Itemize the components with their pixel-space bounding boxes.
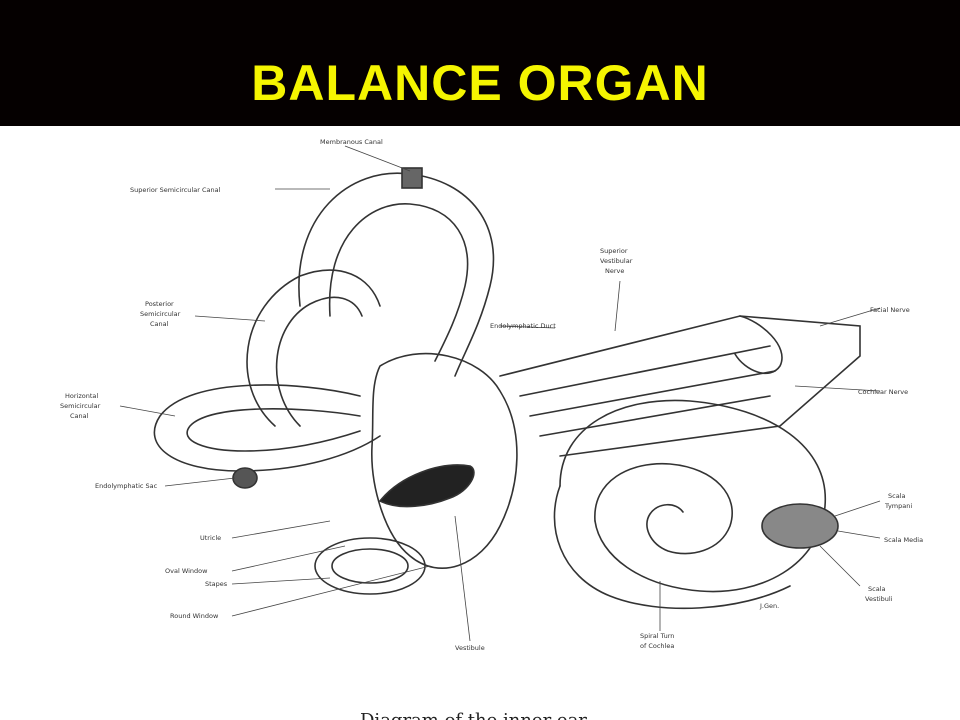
label-round-window: Round Window [170,612,219,620]
horizontal-semicircular-canal [153,384,381,472]
label-scala-vestibuli-1: Scala [868,585,885,593]
round-window [314,537,426,595]
label-posterior-canal-2: Semicircular [140,310,181,318]
label-cochlear-nerve: Cochlear Nerve [858,388,908,396]
label-posterior-canal-3: Canal [150,320,169,328]
label-endolymphatic-duct: Endolymphatic Duct [490,322,556,330]
label-oval-window: Oval Window [165,567,208,575]
label-scala-media: Scala Media [884,536,923,544]
label-spiral-turn-1: Spiral Turn [640,632,674,640]
endolymphatic-sac [232,467,258,489]
label-horizontal-canal-3: Canal [70,412,89,420]
label-superior-canal: Superior Semicircular Canal [130,186,221,194]
label-posterior-canal-1: Posterior [145,300,174,308]
nerve-bundle [499,315,861,457]
posterior-semicircular-canal [246,269,381,427]
label-artist-signature: J.Gen. [759,602,779,610]
label-horizontal-canal-1: Horizontal [65,392,98,400]
label-horizontal-canal-2: Semicircular [60,402,101,410]
label-facial-nerve: Facial Nerve [870,306,910,314]
label-scala-tympani-1: Scala [888,492,905,500]
title-band [0,0,960,126]
scala-cross-section [761,503,839,549]
label-membranous-canal: Membranous Canal [320,138,383,146]
superior-semicircular-canal [298,172,495,377]
membranous-canal [401,167,423,189]
label-spiral-turn-2: of Cochlea [640,642,674,650]
label-utricle: Utricle [200,534,221,542]
inner-ear-diagram: Membranous Canal Superior Semicircular C… [0,126,960,720]
inner-ear-illustration: Membranous Canal Superior Semicircular C… [60,138,923,720]
label-superior-vestibular-nerve-3: Nerve [605,267,624,275]
oval-window [378,464,475,508]
label-scala-tympani-2: Tympani [884,502,912,510]
slide-title: BALANCE ORGAN [251,55,709,111]
label-superior-vestibular-nerve-1: Superior [600,247,628,255]
vestibule [371,352,518,570]
label-stapes: Stapes [205,580,228,588]
label-endolymphatic-sac: Endolymphatic Sac [95,482,158,490]
label-vestibule: Vestibule [455,644,485,652]
label-superior-vestibular-nerve-2: Vestibular [600,257,633,265]
diagram-caption: Diagram of the inner ear [360,710,587,720]
label-scala-vestibuli-2: Vestibuli [865,595,893,603]
